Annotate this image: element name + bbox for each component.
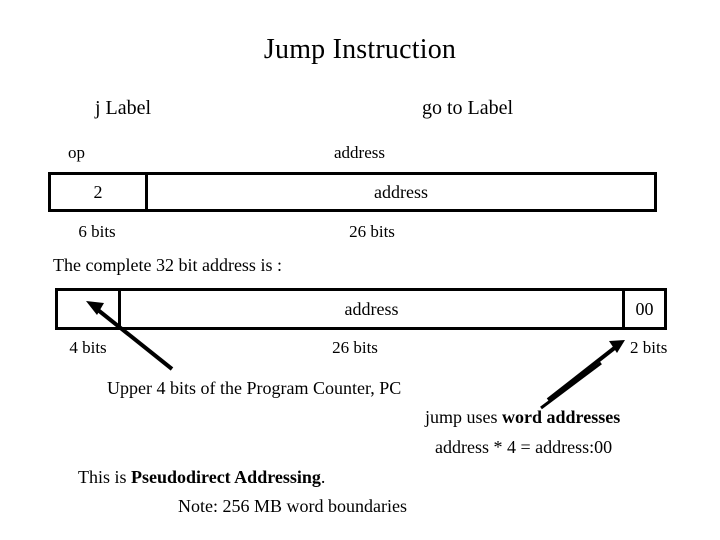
bitwidth-address-26: 26 bits bbox=[332, 338, 378, 357]
page-title: Jump Instruction bbox=[263, 34, 457, 65]
conclusion-bold: Pseudodirect Addressing bbox=[131, 467, 321, 487]
format-cell-address: address bbox=[374, 181, 428, 202]
full-address-cell-pc-bits bbox=[58, 291, 121, 327]
conclusion-suffix: . bbox=[320, 467, 326, 487]
word-line-bold: word addresses bbox=[502, 407, 621, 427]
annotation-note: Note: 256 MB word boundaries bbox=[178, 496, 407, 516]
annotation-pc-note: Upper 4 bits of the Program Counter, PC bbox=[107, 378, 402, 398]
full-address-cell-zeros: 00 bbox=[635, 298, 654, 319]
bitwidth-zero-bits: 2 bits bbox=[630, 338, 668, 357]
full-address-caption: The complete 32 bit address is : bbox=[53, 255, 282, 275]
full-address-cell-address: address bbox=[121, 291, 625, 327]
bitwidth-opcode: 6 bits bbox=[78, 222, 116, 241]
field-label-op: op bbox=[68, 143, 85, 162]
bitwidth-pc-bits: 4 bits bbox=[69, 338, 107, 357]
word-line-prefix: jump uses bbox=[425, 407, 503, 427]
instruction-format-table: 2 address bbox=[48, 172, 657, 212]
annotation-multiply-line: address * 4 = address:00 bbox=[435, 437, 613, 457]
annotation-conclusion: This is Pseudodirect Addressing. bbox=[78, 468, 325, 486]
bitwidth-address: 26 bits bbox=[349, 222, 395, 241]
field-label-address: address bbox=[334, 143, 385, 162]
assembly-meaning: go to Label bbox=[422, 97, 514, 119]
annotation-word-addresses: jump uses word addresses bbox=[425, 408, 620, 426]
format-cell-opcode: 2 bbox=[51, 175, 148, 209]
full-address-table: address 00 bbox=[55, 288, 667, 330]
assembly-instruction: j Label bbox=[95, 97, 152, 119]
conclusion-prefix: This is bbox=[78, 467, 132, 487]
